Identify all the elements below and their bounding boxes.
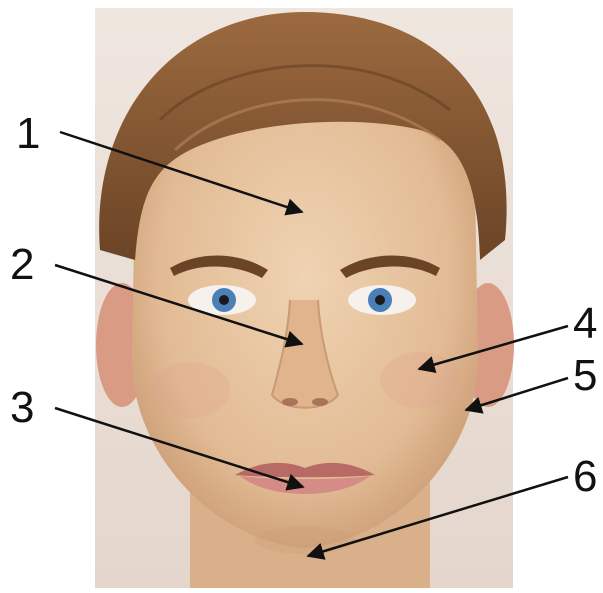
label-1: 1: [16, 112, 40, 156]
label-2: 2: [10, 243, 34, 287]
label-5: 5: [573, 354, 597, 398]
label-6: 6: [573, 455, 597, 499]
label-4: 4: [573, 302, 597, 346]
label-3: 3: [10, 386, 34, 430]
